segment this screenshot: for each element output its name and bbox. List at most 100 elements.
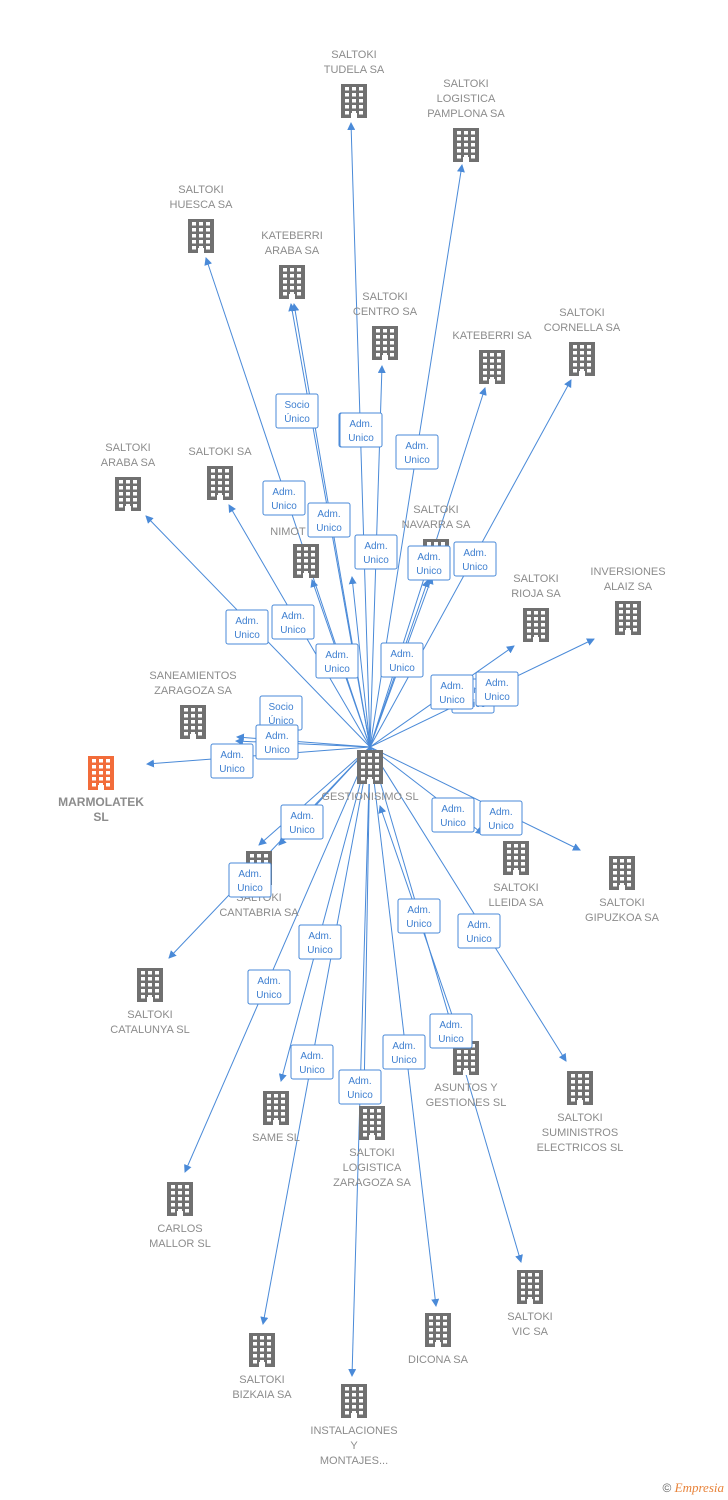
relation-label-box[interactable]: Adm.Unico: [307, 502, 351, 538]
relation-label-box[interactable]: Adm.Unico: [247, 969, 291, 1005]
footer: © Empresia: [662, 1480, 724, 1496]
building-window: [535, 1273, 539, 1277]
building-window: [218, 493, 222, 497]
building-window: [429, 1316, 433, 1320]
relation-label-box[interactable]: Adm.Unico: [431, 797, 475, 833]
relation-label-text: Adm.: [485, 678, 508, 689]
relation-label-box[interactable]: Adm.Unico: [380, 642, 424, 678]
company-node-dicona[interactable]: DICONA SA: [408, 1313, 469, 1366]
building-window: [345, 1393, 349, 1397]
relation-edge[interactable]: [348, 576, 371, 748]
relation-label-box[interactable]: Adm.Unico: [397, 898, 441, 934]
brand-logo[interactable]: Empresia: [674, 1480, 724, 1495]
building-window: [573, 357, 577, 361]
relation-label-box[interactable]: Adm.Unico: [338, 1069, 382, 1105]
relation-label-box[interactable]: Adm.Unico: [429, 1013, 473, 1049]
building-window: [359, 87, 363, 91]
company-name-line: LLEIDA SA: [488, 897, 544, 909]
building-window: [199, 222, 203, 226]
relation-label-box[interactable]: Adm.Unico: [315, 643, 359, 679]
relation-label-text: Unico: [406, 919, 432, 930]
building-window: [471, 131, 475, 135]
relation-edge[interactable]: [360, 746, 371, 1098]
building-door: [463, 1070, 469, 1075]
company-node-gestionisimo[interactable]: GESTIONISIMO SL: [321, 750, 419, 803]
company-node-instalaciones[interactable]: INSTALACIONESYMONTAJES...: [310, 1384, 398, 1467]
company-node-saltoki[interactable]: SALTOKI SA: [188, 446, 252, 500]
company-node-nimot[interactable]: NIMOT: [270, 526, 319, 578]
relation-edge[interactable]: [278, 746, 371, 1082]
relation-label-box[interactable]: Adm.Unico: [298, 924, 342, 960]
relation-label-box[interactable]: Adm.Unico: [255, 724, 299, 760]
company-name-line: SALTOKI: [362, 291, 407, 303]
relation-label-box[interactable]: Adm.Unico: [457, 913, 501, 949]
relation-label-box[interactable]: Adm.Unico: [228, 862, 272, 898]
relation-label-box[interactable]: Adm.Unico: [453, 541, 497, 577]
relation-label-box[interactable]: Adm.Unico: [479, 800, 523, 836]
building-window: [580, 351, 584, 355]
company-node-same[interactable]: SAME SL: [252, 1091, 300, 1144]
relation-label-box[interactable]: Adm.Unico: [430, 674, 474, 710]
relation-label-box[interactable]: Adm.Unico: [407, 545, 451, 581]
company-name-line: ELECTRICOS SL: [537, 1142, 624, 1154]
relation-label-box[interactable]: Adm.Unico: [210, 743, 254, 779]
company-name-line: SALTOKI: [239, 1374, 284, 1386]
relation-label-text: Unico: [264, 745, 290, 756]
relation-label-box[interactable]: Adm.Unico: [262, 480, 306, 516]
relation-edge[interactable]: [348, 746, 371, 1377]
building-window: [283, 280, 287, 284]
relation-edge[interactable]: [184, 746, 371, 1173]
relation-label-box[interactable]: Adm.Unico: [225, 609, 269, 645]
relation-label-box[interactable]: Adm.Unico: [290, 1044, 334, 1080]
building-window: [471, 1050, 475, 1054]
relation-label-box[interactable]: Adm.Unico: [280, 804, 324, 840]
building-window: [192, 222, 196, 226]
building-door: [527, 1299, 533, 1304]
relation-edge[interactable]: [258, 746, 371, 846]
relation-label-frame: [431, 797, 475, 833]
relation-label-box[interactable]: Adm.Unico: [395, 434, 439, 470]
building-window: [507, 856, 511, 860]
company-node-kateberri[interactable]: KATEBERRI SA: [452, 330, 532, 384]
relation-label-text: Adm.: [417, 552, 440, 563]
relation-edge[interactable]: [260, 746, 371, 1325]
building-window: [267, 1354, 271, 1358]
building-window: [211, 475, 215, 479]
relation-edge[interactable]: [369, 746, 581, 851]
relation-label-box[interactable]: Adm.Unico: [271, 604, 315, 640]
relation-label-box[interactable]: Adm.Unico: [382, 1034, 426, 1070]
relation-label-box[interactable]: Adm.Unico: [354, 534, 398, 570]
relation-label-box[interactable]: Adm.Unico: [339, 412, 383, 448]
building-window: [99, 777, 103, 781]
building-window: [141, 971, 145, 975]
building-window: [390, 335, 394, 339]
building-window: [471, 1062, 475, 1066]
relation-label-box[interactable]: Adm.Unico: [475, 671, 519, 707]
relation-edge[interactable]: [369, 746, 523, 1263]
relation-edge[interactable]: [369, 746, 440, 1307]
relation-label-text: Unico: [237, 883, 263, 894]
relation-edge[interactable]: [369, 746, 567, 1062]
relation-label-text: Unico: [324, 664, 350, 675]
